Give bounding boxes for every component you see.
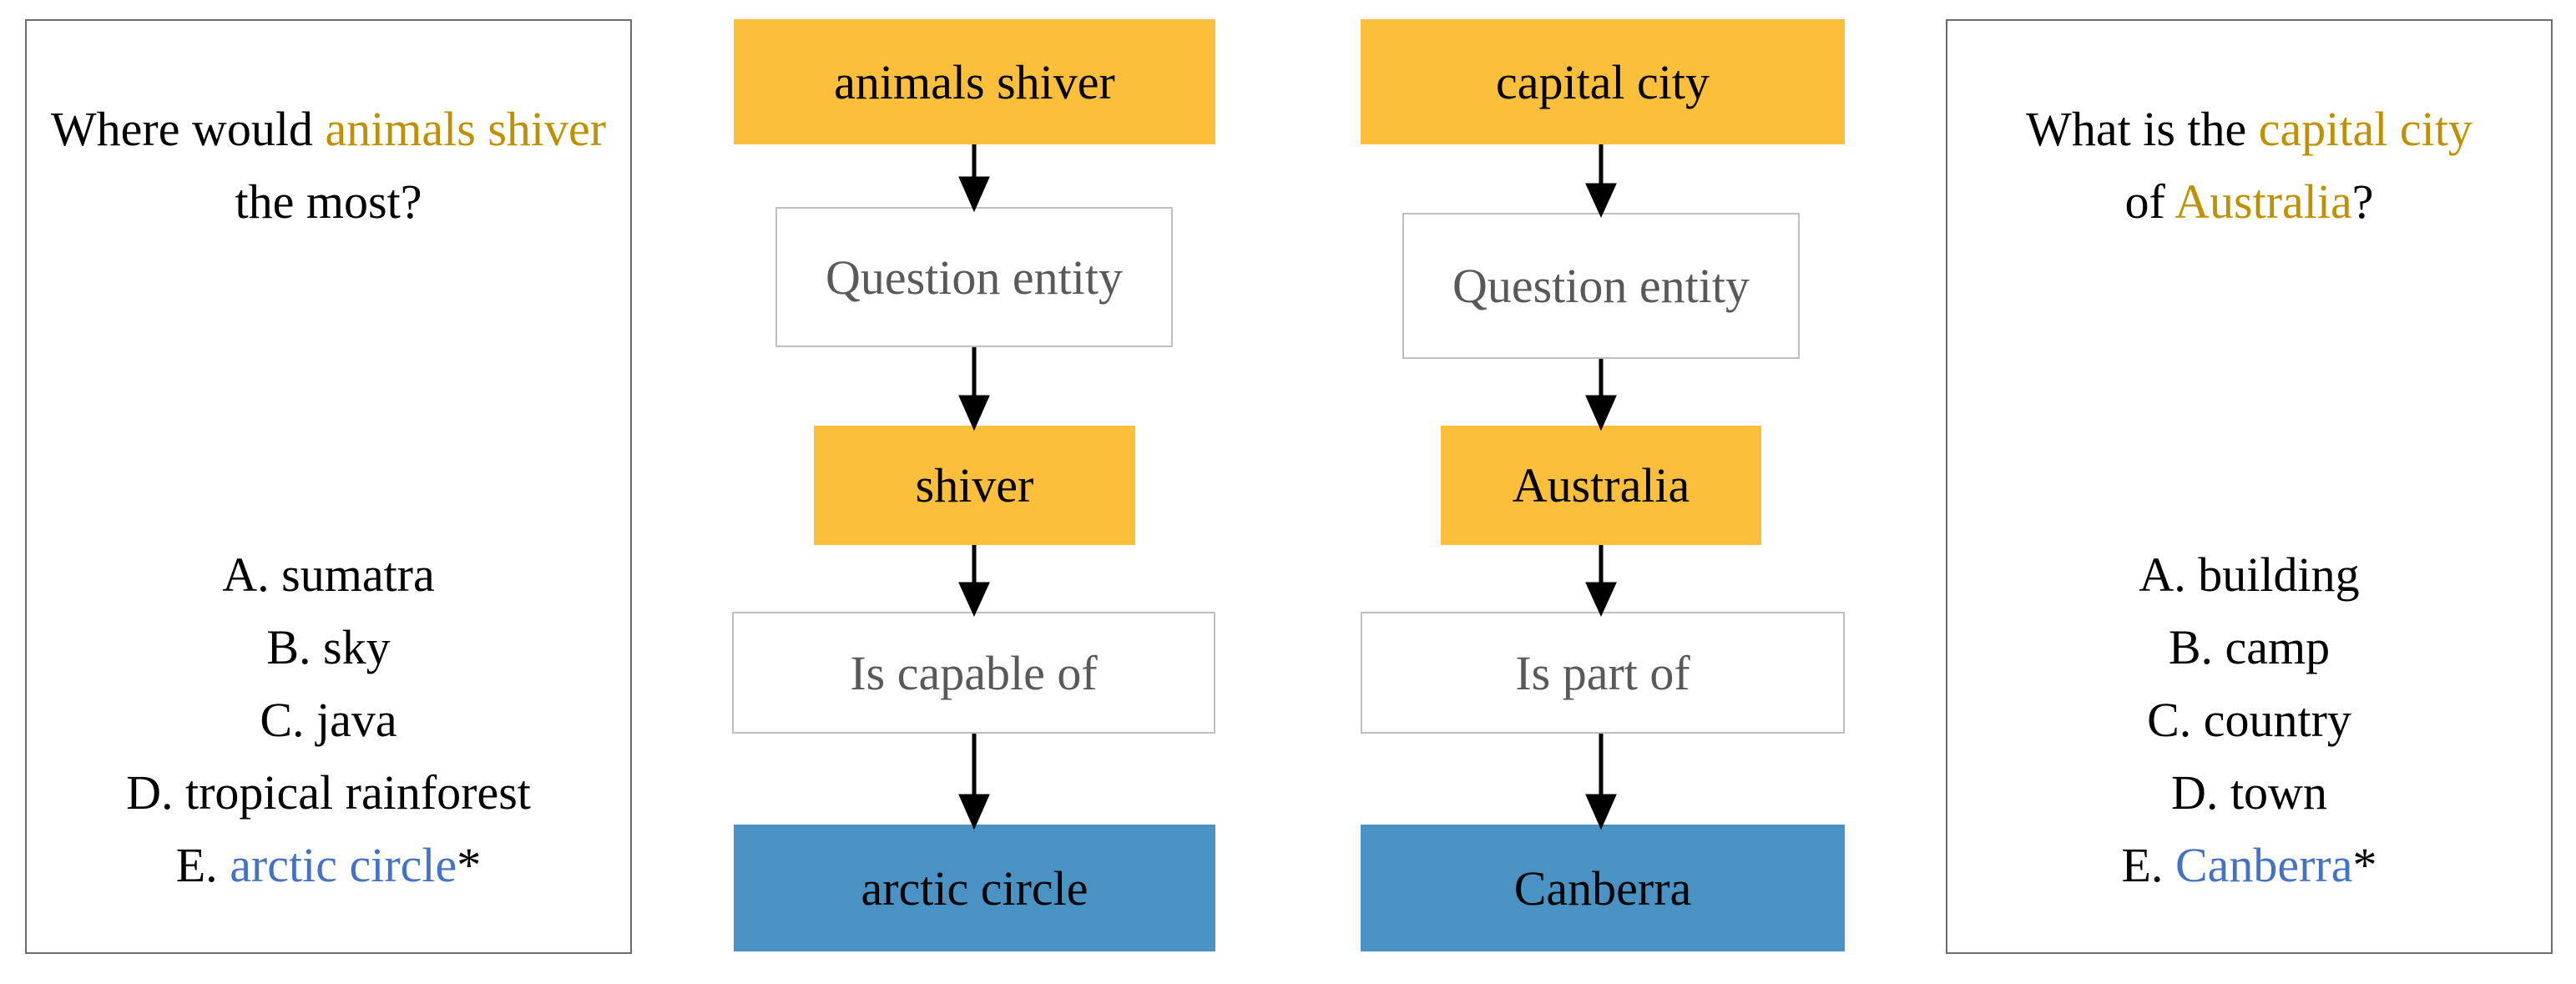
left-entity-node: shiver bbox=[814, 426, 1135, 545]
arrowhead-right-2 bbox=[1585, 395, 1617, 431]
left-options-list: A. sumatra B. sky C. java D. tropical ra… bbox=[27, 538, 630, 901]
right-question-panel: What is the capital city of Australia? A… bbox=[1946, 19, 2553, 954]
arrowhead-left-1 bbox=[958, 176, 990, 213]
question-text: of bbox=[2124, 174, 2175, 229]
left-question-text: Where would animals shiver the most? bbox=[27, 93, 630, 238]
arrowhead-right-1 bbox=[1585, 183, 1617, 219]
option-d: D. town bbox=[2171, 765, 2327, 820]
option-e-correct: E. arctic circle* bbox=[175, 838, 482, 892]
left-question-panel: Where would animals shiver the most? A. … bbox=[25, 19, 632, 954]
right-question-text: What is the capital city of Australia? bbox=[1947, 93, 2551, 238]
option-c: C. country bbox=[2147, 693, 2351, 747]
arrowhead-left-3 bbox=[958, 582, 990, 618]
option-d: D. tropical rainforest bbox=[126, 765, 531, 820]
arrowhead-left-2 bbox=[958, 395, 990, 431]
right-entity-node: Australia bbox=[1441, 426, 1761, 545]
right-answer-node: Canberra bbox=[1361, 825, 1845, 951]
right-relation-part-of: Is part of bbox=[1361, 612, 1845, 734]
question-text: What is the bbox=[2026, 102, 2259, 156]
right-relation-question-entity: Question entity bbox=[1402, 213, 1800, 359]
question-highlight: Australia bbox=[2174, 174, 2352, 229]
arrowhead-right-3 bbox=[1585, 582, 1617, 618]
option-b: B. sky bbox=[266, 620, 391, 674]
question-text: the most? bbox=[235, 174, 422, 229]
right-concept-node: capital city bbox=[1361, 19, 1845, 144]
option-b: B. camp bbox=[2168, 620, 2331, 674]
option-c: C. java bbox=[260, 693, 397, 747]
question-highlight: animals shiver bbox=[325, 102, 607, 156]
left-answer-node: arctic circle bbox=[734, 825, 1215, 951]
option-a: A. building bbox=[2139, 548, 2360, 602]
right-options-list: A. building B. camp C. country D. town E… bbox=[1947, 538, 2551, 901]
left-concept-node: animals shiver bbox=[734, 19, 1215, 144]
left-relation-capable-of: Is capable of bbox=[732, 612, 1215, 734]
option-a: A. sumatra bbox=[222, 548, 435, 602]
option-e-correct: E. Canberra* bbox=[2121, 838, 2377, 892]
arrowhead-right-4 bbox=[1585, 794, 1617, 830]
question-highlight: capital city bbox=[2258, 102, 2472, 156]
arrowhead-left-4 bbox=[958, 794, 990, 830]
left-relation-question-entity: Question entity bbox=[775, 207, 1173, 347]
question-text: Where would bbox=[50, 102, 326, 156]
question-text: ? bbox=[2351, 174, 2374, 229]
